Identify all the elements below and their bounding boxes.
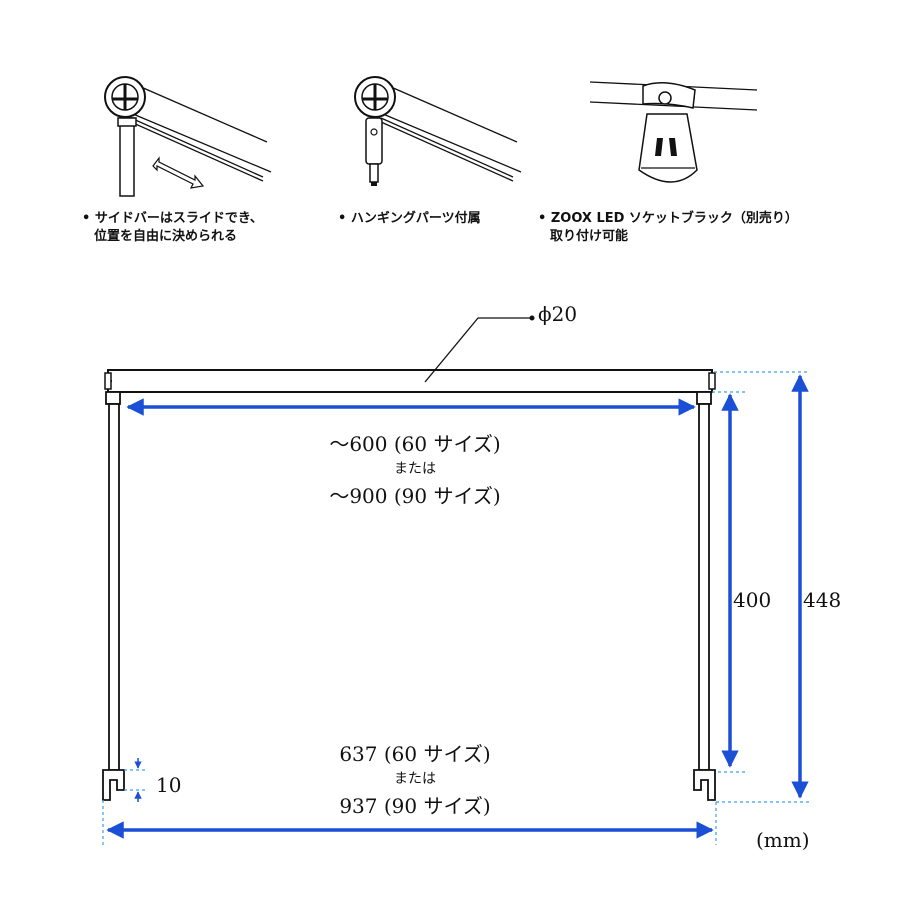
inner-width-line3: ～900 (90 サイズ): [329, 484, 501, 508]
sliding-side-bar-illustration: [104, 76, 272, 197]
right-leg: [693, 391, 716, 801]
outer-width-line3: 937 (90 サイズ): [339, 794, 491, 818]
hanging-part-illustration: [354, 76, 522, 186]
guide-lines: [102, 371, 810, 845]
inner-width-line1: ～600 (60 サイズ): [329, 432, 501, 456]
outer-width-line1: 637 (60 サイズ): [339, 742, 491, 766]
top-bar: [104, 369, 716, 393]
inner-height-label: 400: [733, 588, 772, 612]
foot-height-label: 10: [156, 773, 182, 797]
feature-caption-led-socket: • ZOOX LED ソケットブラック（別売り） 取り付け可能: [538, 211, 798, 244]
outer-width-line2: または: [394, 771, 436, 787]
total-height-label: 448: [803, 588, 842, 612]
feature-caption-sliding: • サイドバーはスライドでき、 位置を自由に決められる: [82, 211, 263, 244]
led-socket-clamp-illustration: [589, 81, 758, 183]
diameter-leader-line: [424, 317, 532, 383]
dimension-arrows: [106, 374, 809, 839]
feature-caption-hanging: • ハンギングパーツ付属: [338, 211, 481, 226]
left-leg: [102, 391, 125, 801]
inner-width-line2: または: [394, 461, 436, 477]
diameter-label: ϕ20: [538, 302, 578, 326]
unit-label: (mm): [756, 828, 810, 852]
